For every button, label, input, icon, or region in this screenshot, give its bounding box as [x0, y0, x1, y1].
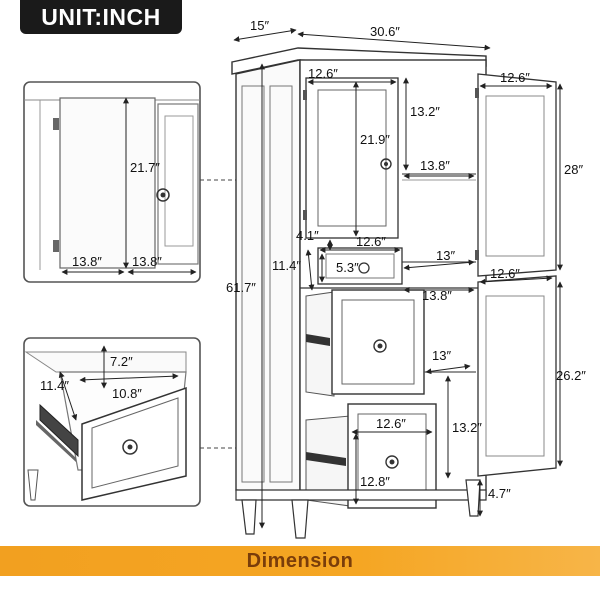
- dimension-banner: [0, 546, 600, 576]
- label-upper-shelf-height: 13.2″: [410, 104, 440, 119]
- label-leg-height: 4.7″: [488, 486, 511, 501]
- label-detail-door-width-left: 13.8″: [72, 254, 102, 269]
- label-upper-cabinet-height: 28″: [564, 162, 583, 177]
- label-lower-shelf-height: 13.2″: [452, 420, 482, 435]
- label-depth: 15″: [250, 18, 269, 33]
- main-cabinet: [231, 47, 557, 539]
- label-total-width: 30.6″: [370, 24, 400, 39]
- label-upper-door-width: 12.6″: [308, 66, 338, 81]
- label-detail-door-height: 21.7″: [130, 160, 160, 175]
- label-lower-shelf-depth: 13″: [432, 348, 451, 363]
- label-small-drawer-height: 5.3″: [336, 260, 359, 275]
- label-small-drawer-width: 12.6″: [356, 234, 386, 249]
- label-detail-drawer-depth: 11.4″: [40, 378, 69, 393]
- label-upper-shelf-width: 13.8″: [420, 158, 450, 173]
- label-mid-shelf-width: 13.8″: [422, 288, 452, 303]
- label-bottom-drawer-width: 12.6″: [376, 416, 406, 431]
- label-small-drawer-depth: 11.4″: [272, 258, 301, 273]
- dimension-labels: 15″ 30.6″ 61.7″ 12.6″ 21.9″ 13.2″ 13.8″ …: [40, 18, 586, 501]
- dimension-title: Dimension: [246, 550, 354, 572]
- label-bottom-drawer-height: 12.8″: [360, 474, 390, 489]
- label-upper-door-height: 21.9″: [360, 132, 390, 147]
- label-upper-side-door-width: 12.6″: [500, 70, 530, 85]
- unit-badge: UNIT:INCH: [20, 0, 182, 34]
- label-detail-door-width-right: 13.8″: [132, 254, 162, 269]
- label-mid-side-door-width: 12.6″: [490, 266, 520, 281]
- dimension-lines: [58, 27, 563, 529]
- label-detail-drawer-width: 10.8″: [112, 386, 142, 401]
- detail-top-box: [23, 81, 201, 283]
- label-detail-drawer-height: 7.2″: [110, 354, 133, 369]
- label-mid-shelf-depth: 13″: [436, 248, 455, 263]
- label-total-height: 61.7″: [226, 280, 256, 295]
- label-small-drawer-gap: 4.1″: [296, 228, 319, 243]
- label-lower-cabinet-height: 26.2″: [556, 368, 586, 383]
